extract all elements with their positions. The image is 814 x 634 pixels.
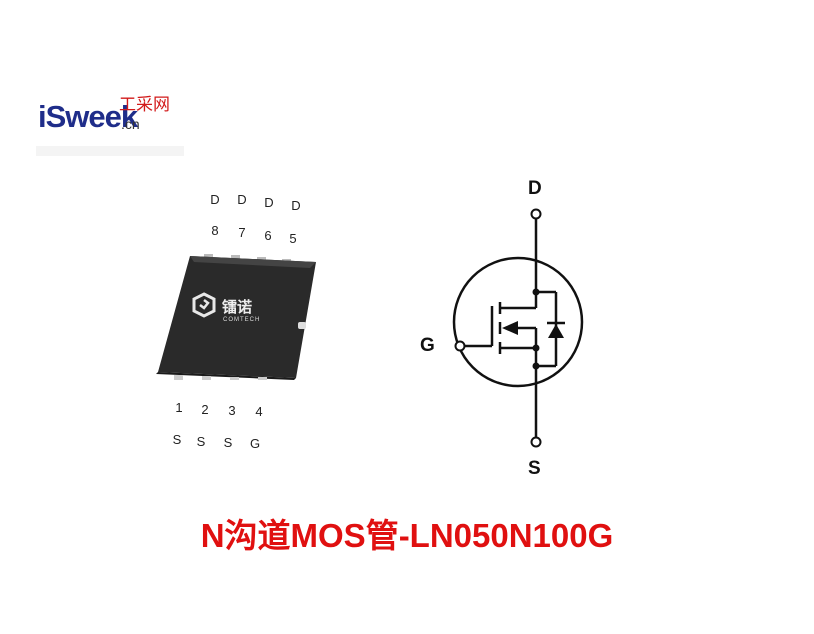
top-pad-8	[204, 254, 213, 259]
gate-label: G	[420, 335, 435, 356]
bottom-pin-number-1: 1	[175, 400, 183, 415]
bottom-pin-label-2: S	[196, 434, 206, 449]
bottom-pin-label-1: S	[172, 432, 182, 447]
top-pin-number-6: 6	[264, 228, 272, 243]
bottom-pad-4	[258, 377, 267, 380]
chip-package-drawing: 镭诺 COMTECH	[156, 254, 316, 380]
bottom-pin-number-2: 2	[201, 402, 209, 417]
source-terminal	[530, 436, 542, 448]
top-pin-number-7: 7	[238, 225, 246, 240]
top-pin-label-6: D	[264, 195, 274, 210]
brand-cn-text: 镭诺	[222, 298, 252, 316]
bottom-pad-3	[230, 377, 239, 380]
bottom-pin-number-3: 3	[228, 403, 236, 418]
logo-wordmark: iSweek	[38, 99, 138, 134]
top-pad-7	[231, 255, 240, 260]
bottom-pin-number-4: 4	[255, 404, 263, 419]
symbol-circle	[452, 256, 584, 388]
logo-cjk-text: 工采网	[119, 95, 170, 114]
brand-en-text: COMTECH	[223, 317, 260, 323]
logo-domain-suffix: .cn	[121, 116, 140, 132]
gate-terminal	[454, 340, 466, 352]
drain-label: D	[528, 178, 542, 199]
top-pin-number-8: 8	[211, 223, 219, 238]
diode-triangle	[548, 324, 564, 338]
top-pin-label-7: D	[237, 192, 247, 207]
bottom-pad-1	[174, 375, 183, 380]
chip-body	[158, 256, 316, 378]
bottom-pad-2	[202, 376, 211, 380]
isweek-logo: iSweek 工采网 .cn	[36, 92, 184, 156]
channel-arrow	[502, 321, 518, 335]
bottom-pin-label-3: S	[223, 435, 233, 450]
top-pin-label-5: D	[291, 198, 301, 213]
comtech-logo-mark	[192, 292, 216, 318]
chip-package: 镭诺 COMTECH	[156, 254, 324, 380]
drain-terminal	[530, 208, 542, 220]
bottom-pin-label-4: G	[249, 436, 261, 451]
nmos-symbol	[452, 208, 584, 448]
source-label: S	[528, 458, 541, 479]
side-pad	[298, 322, 306, 329]
logo-underline-band	[36, 146, 184, 156]
top-pin-number-5: 5	[289, 231, 297, 246]
product-caption: N沟道MOS管-LN050N100G	[200, 517, 614, 554]
top-pin-label-8: D	[210, 192, 220, 207]
